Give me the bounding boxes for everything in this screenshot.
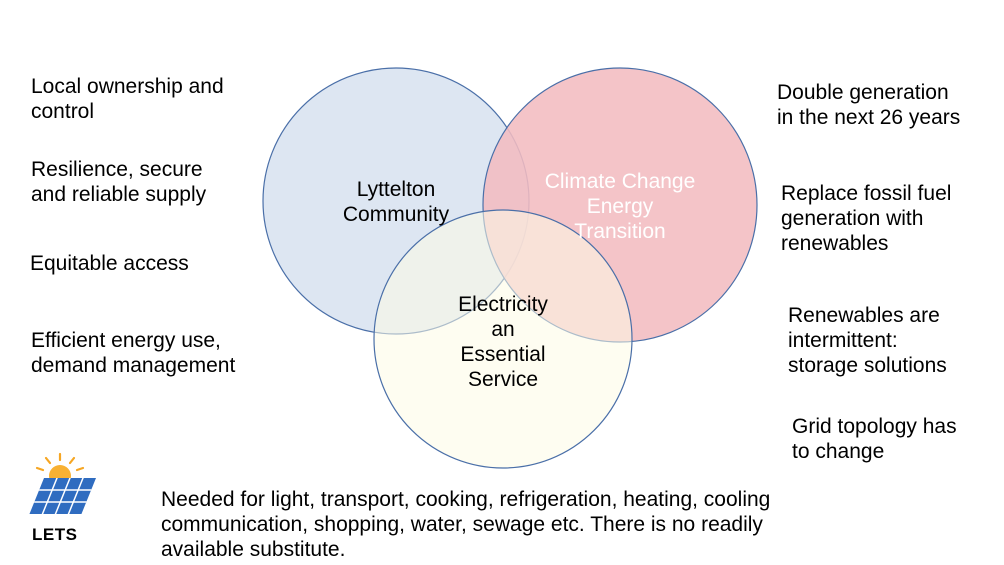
climate-label: Climate Change Energy Transition (544, 170, 696, 243)
footer-text: Needed for light, transport, cooking, re… (161, 488, 771, 561)
logo-label: LETS (32, 525, 78, 544)
right-point-replace-fossil: Replace fossil fuel generation with rene… (781, 182, 952, 255)
right-point-double-generation: Double generation in the next 26 years (777, 81, 961, 129)
left-point-equitable: Equitable access (30, 252, 189, 275)
left-point-resilience: Resilience, secure and reliable supply (31, 158, 207, 206)
right-point-grid-topology: Grid topology has to change (792, 415, 957, 463)
left-point-efficiency: Efficient energy use, demand management (31, 329, 236, 377)
community-label: Lyttelton Community (342, 178, 450, 226)
electricity-label: Electricity an Essential Service (458, 293, 548, 391)
electricity-circle (373, 209, 633, 469)
right-point-intermittent: Renewables are intermittent: storage sol… (788, 304, 947, 377)
solar-panel-sun-icon (29, 452, 96, 514)
left-point-ownership: Local ownership and control (31, 75, 224, 123)
